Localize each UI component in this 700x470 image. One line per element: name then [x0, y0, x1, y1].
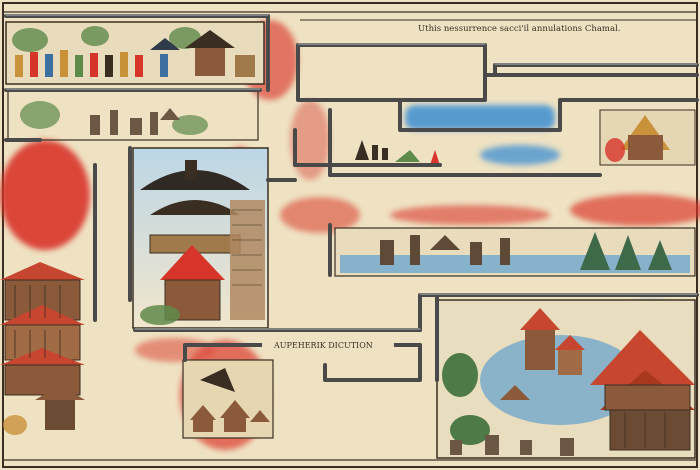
caption-center: AUPEHERIK DICUTION: [273, 341, 373, 350]
left-pagoda-tower: [0, 262, 85, 435]
caption-top: Uthis nessurrence sacci'il annulations C…: [418, 24, 620, 34]
top-right-temple: [599, 109, 696, 166]
bottom-village-panel: [182, 359, 274, 439]
caption-plaque: [262, 337, 394, 351]
village-strip: [7, 89, 259, 141]
figures-vignette: [355, 140, 440, 165]
bottom-right-temple-city: [436, 299, 696, 459]
central-pagoda-panel: [132, 147, 269, 329]
top-left-panel: [5, 21, 265, 85]
pipe-highlights: [5, 14, 698, 330]
river-scene-strip: [334, 227, 696, 277]
